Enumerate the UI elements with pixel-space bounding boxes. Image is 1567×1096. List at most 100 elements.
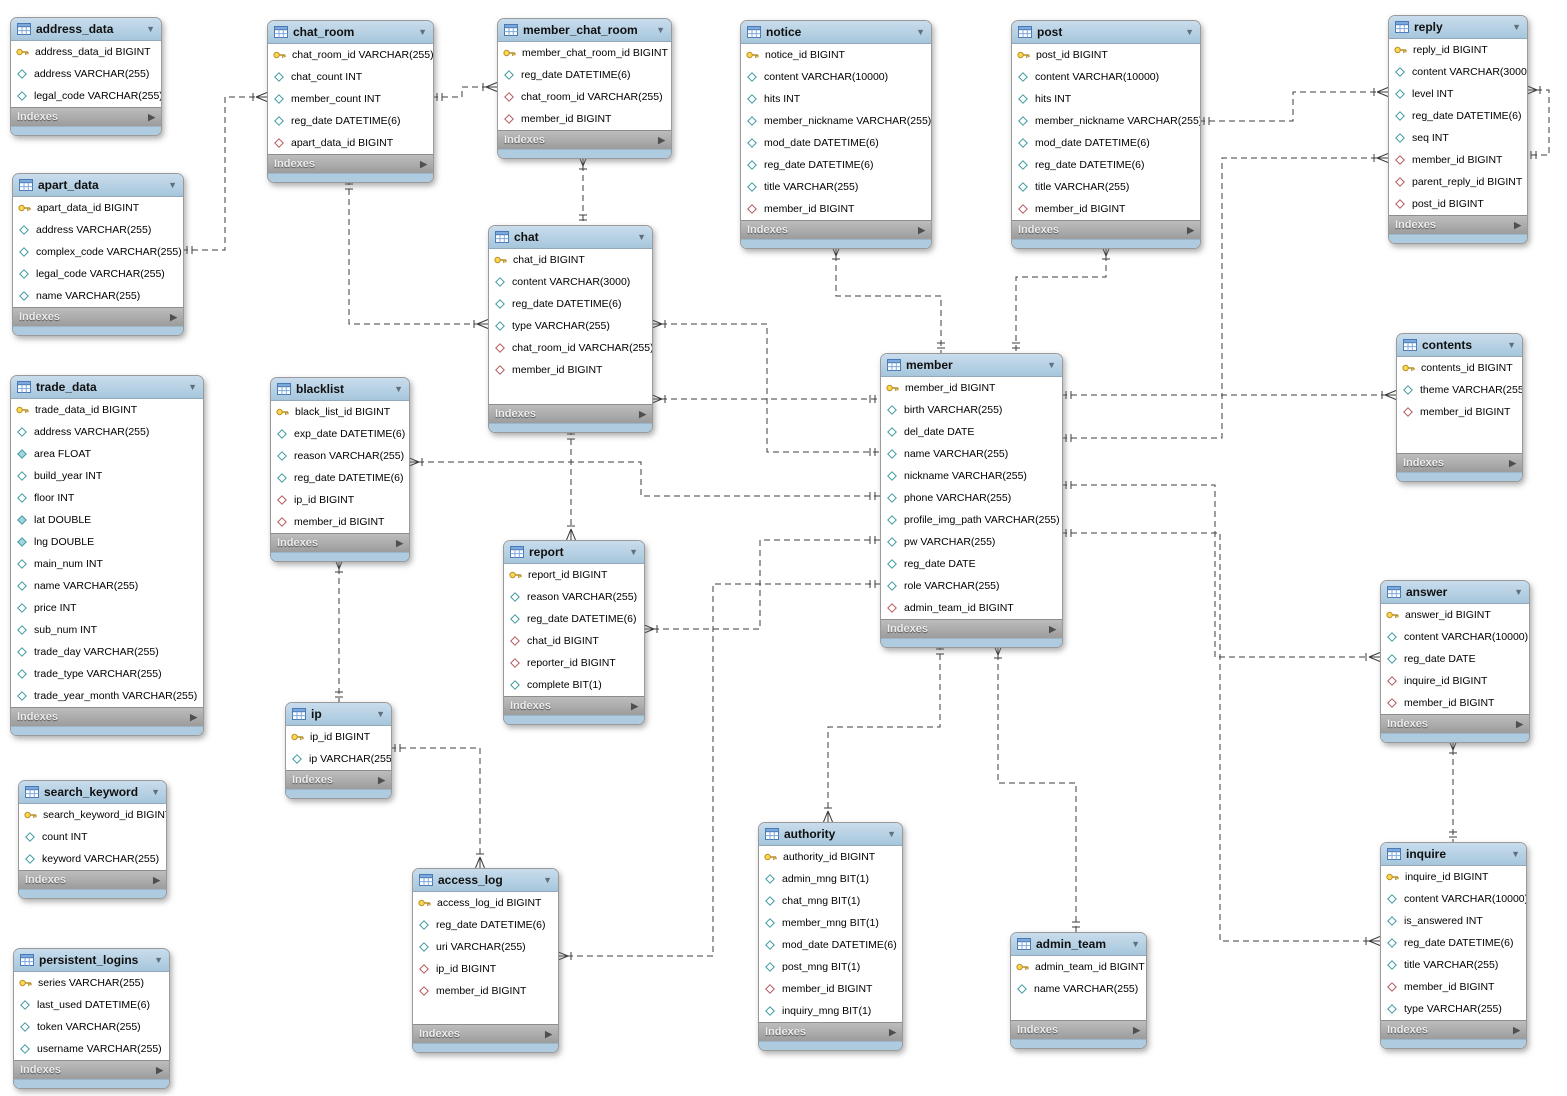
- triangle-right-icon[interactable]: ▶: [658, 134, 665, 145]
- relationship-chat-member-b-marker-many[interactable]: [650, 394, 666, 404]
- field-row-reg_date[interactable]: reg_date DATETIME(6): [268, 110, 433, 132]
- chevron-down-icon[interactable]: ▼: [1047, 359, 1056, 370]
- field-row-exp_date[interactable]: exp_date DATETIME(6): [271, 423, 409, 445]
- field-row-answer_id[interactable]: answer_id BIGINT: [1381, 604, 1529, 626]
- field-row-ip_id[interactable]: ip_id BIGINT: [413, 958, 558, 980]
- chevron-down-icon[interactable]: ▼: [543, 874, 552, 885]
- chevron-down-icon[interactable]: ▼: [146, 23, 155, 34]
- field-row-member_id[interactable]: member_id BIGINT: [1381, 976, 1526, 998]
- triangle-right-icon[interactable]: ▶: [1514, 219, 1521, 230]
- relationship-reply-post-marker-many[interactable]: [1373, 87, 1389, 97]
- field-row-title[interactable]: title VARCHAR(255): [1381, 954, 1526, 976]
- relationship-chat_room-apart_data-marker-many[interactable]: [252, 92, 268, 102]
- indexes-section[interactable]: Indexes▶: [1389, 215, 1527, 234]
- table-header[interactable]: notice▼: [741, 21, 931, 44]
- indexes-section[interactable]: Indexes▶: [13, 307, 183, 326]
- field-row-title[interactable]: title VARCHAR(255): [1012, 176, 1200, 198]
- relationship-chat-member-b-marker-one[interactable]: [869, 395, 876, 403]
- triangle-right-icon[interactable]: ▶: [639, 408, 646, 419]
- field-row-reg_date[interactable]: reg_date DATETIME(6): [271, 467, 409, 489]
- field-row-del_date[interactable]: del_date DATE: [881, 421, 1062, 443]
- relationship-access_log-member-marker-many[interactable]: [556, 951, 572, 961]
- field-row-access_log_id[interactable]: access_log_id BIGINT: [413, 892, 558, 914]
- field-row-type[interactable]: type VARCHAR(255): [489, 315, 652, 337]
- triangle-right-icon[interactable]: ▶: [1513, 1024, 1520, 1035]
- table-header[interactable]: ip▼: [286, 703, 391, 726]
- field-row-member_nickname[interactable]: member_nickname VARCHAR(255): [1012, 110, 1200, 132]
- relationship-blacklist-ip-marker-many[interactable]: [334, 557, 344, 573]
- field-row-main_num[interactable]: main_num INT: [11, 553, 203, 575]
- relationship-blacklist-member-marker-one[interactable]: [869, 492, 876, 500]
- field-row-phone[interactable]: phone VARCHAR(255): [881, 487, 1062, 509]
- relationship-inquire-member-marker-many[interactable]: [1365, 936, 1381, 946]
- field-row-floor[interactable]: floor INT: [11, 487, 203, 509]
- table-header[interactable]: blacklist▼: [271, 378, 409, 401]
- field-row-member_mng[interactable]: member_mng BIT(1): [759, 912, 902, 934]
- field-row-member_id[interactable]: member_id BIGINT: [489, 359, 652, 381]
- indexes-section[interactable]: Indexes▶: [14, 1060, 169, 1079]
- chevron-down-icon[interactable]: ▼: [656, 24, 665, 35]
- table-chat_room[interactable]: chat_room▼chat_room_id VARCHAR(255)chat_…: [267, 20, 434, 183]
- table-header[interactable]: member_chat_room▼: [498, 19, 671, 42]
- field-row-area[interactable]: area FLOAT: [11, 443, 203, 465]
- field-row-black_list_id[interactable]: black_list_id BIGINT: [271, 401, 409, 423]
- relationship-chat-member-a-marker-one[interactable]: [869, 448, 876, 456]
- indexes-section[interactable]: Indexes▶: [504, 696, 644, 715]
- field-row-reason[interactable]: reason VARCHAR(255): [504, 586, 644, 608]
- field-row-report_id[interactable]: report_id BIGINT: [504, 564, 644, 586]
- table-header[interactable]: address_data▼: [11, 18, 161, 41]
- relationship-report-chat-marker-many[interactable]: [566, 525, 576, 541]
- relationship-report-chat-marker-one[interactable]: [567, 433, 575, 440]
- relationship-authority-member[interactable]: [827, 644, 941, 822]
- triangle-right-icon[interactable]: ▶: [1187, 224, 1194, 235]
- field-row-type[interactable]: type VARCHAR(255): [1381, 998, 1526, 1020]
- field-row-apart_data_id[interactable]: apart_data_id BIGINT: [268, 132, 433, 154]
- table-header[interactable]: contents▼: [1397, 334, 1522, 357]
- field-row-inquire_id[interactable]: inquire_id BIGINT: [1381, 670, 1529, 692]
- indexes-section[interactable]: Indexes▶: [759, 1022, 902, 1041]
- field-row-post_mng[interactable]: post_mng BIT(1): [759, 956, 902, 978]
- field-row-lat[interactable]: lat DOUBLE: [11, 509, 203, 531]
- table-header[interactable]: answer▼: [1381, 581, 1529, 604]
- relationship-chat-chat_room-marker-many[interactable]: [473, 319, 489, 329]
- field-row-hits[interactable]: hits INT: [741, 88, 931, 110]
- indexes-section[interactable]: Indexes▶: [271, 533, 409, 552]
- field-row-inquiry_mng[interactable]: inquiry_mng BIT(1): [759, 1000, 902, 1022]
- field-row-nickname[interactable]: nickname VARCHAR(255): [881, 465, 1062, 487]
- relationship-inquire-member-marker-one[interactable]: [1065, 529, 1072, 537]
- relationship-chat_room-apart_data[interactable]: [182, 96, 267, 251]
- table-member_chat_room[interactable]: member_chat_room▼member_chat_room_id BIG…: [497, 18, 672, 159]
- field-row-admin_team_id[interactable]: admin_team_id BIGINT: [881, 597, 1062, 619]
- field-row-series[interactable]: series VARCHAR(255): [14, 972, 169, 994]
- field-row-name[interactable]: name VARCHAR(255): [13, 285, 183, 307]
- table-header[interactable]: report▼: [504, 541, 644, 564]
- relationship-blacklist-ip-marker-one[interactable]: [335, 691, 343, 698]
- table-header[interactable]: chat▼: [489, 226, 652, 249]
- table-header[interactable]: post▼: [1012, 21, 1200, 44]
- triangle-right-icon[interactable]: ▶: [1516, 718, 1523, 729]
- field-row-theme[interactable]: theme VARCHAR(255): [1397, 379, 1522, 401]
- table-header[interactable]: authority▼: [759, 823, 902, 846]
- field-row-role[interactable]: role VARCHAR(255): [881, 575, 1062, 597]
- field-row-lng[interactable]: lng DOUBLE: [11, 531, 203, 553]
- field-row-member_id[interactable]: member_id BIGINT: [759, 978, 902, 1000]
- table-header[interactable]: inquire▼: [1381, 843, 1526, 866]
- field-row-address[interactable]: address VARCHAR(255): [11, 63, 161, 85]
- chevron-down-icon[interactable]: ▼: [1507, 339, 1516, 350]
- field-row-birth[interactable]: birth VARCHAR(255): [881, 399, 1062, 421]
- field-row-content[interactable]: content VARCHAR(3000): [489, 271, 652, 293]
- triangle-right-icon[interactable]: ▶: [1133, 1024, 1140, 1035]
- field-row-inquire_id[interactable]: inquire_id BIGINT: [1381, 866, 1526, 888]
- field-row-price[interactable]: price INT: [11, 597, 203, 619]
- triangle-right-icon[interactable]: ▶: [156, 1064, 163, 1075]
- triangle-right-icon[interactable]: ▶: [190, 711, 197, 722]
- triangle-right-icon[interactable]: ▶: [153, 874, 160, 885]
